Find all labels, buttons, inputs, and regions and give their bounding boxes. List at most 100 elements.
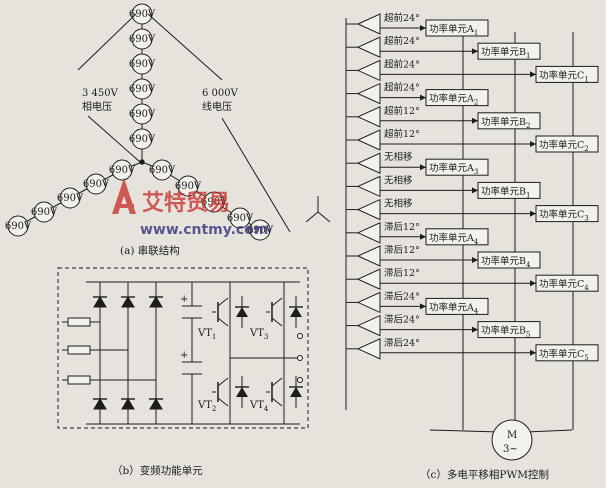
phase-row: 超前12° 功率单元C2 — [346, 128, 599, 153]
wye-symbol — [305, 196, 331, 223]
igbt-vt2 — [212, 376, 249, 408]
neutral-point — [139, 159, 145, 165]
power-unit-label: 功率单元B2 — [481, 116, 530, 130]
rectifier-diode-upper — [149, 296, 163, 308]
series-cell-label: 690V — [149, 165, 176, 176]
power-unit-box — [535, 344, 599, 362]
line-voltage-name: 线电压 — [202, 100, 232, 113]
phase-row: 超前24°功率单元A1 — [346, 12, 489, 37]
series-cell — [131, 3, 153, 25]
power-unit-label: 功率单元A2 — [429, 93, 478, 107]
series-cell-label: 690V — [129, 134, 156, 145]
rectifier-diode-lower — [121, 398, 135, 410]
motor-phase-label: 3~ — [503, 444, 518, 455]
power-unit-label: 功率单元B1 — [481, 185, 530, 199]
power-unit-box — [425, 228, 489, 246]
caption-c: （c）多电平移相PWM控制 — [420, 468, 549, 481]
power-unit-label: 功率单元B4 — [481, 255, 531, 269]
capacitor-plus-2: + — [180, 350, 188, 361]
phase-shift-label: 超前12° — [384, 105, 420, 117]
series-cell — [131, 28, 153, 50]
rectifier-diode-upper — [93, 296, 107, 308]
rectifier-diode-lower — [149, 398, 163, 410]
power-unit-box — [477, 112, 541, 130]
power-unit-label: 功率单元C5 — [539, 348, 589, 362]
phase-shift-label: 超前24° — [384, 35, 420, 47]
vt2-label: VT2 — [197, 400, 216, 413]
series-cell — [111, 159, 133, 181]
power-unit-box — [535, 65, 599, 83]
phase-voltage-value: 3 450V — [82, 88, 119, 99]
phase-shift-label: 超前24° — [384, 82, 420, 94]
power-unit-label: 功率单元C2 — [539, 139, 589, 153]
series-cell-label: 690V — [201, 197, 228, 208]
power-unit-box — [535, 274, 599, 292]
series-cell — [131, 103, 153, 125]
buffer-icon — [356, 106, 381, 128]
phase-row: 超前12° 功率单元B2 — [346, 105, 541, 130]
power-unit-box — [535, 135, 599, 153]
series-cell-label: 690V — [129, 59, 156, 70]
rectifier-diode-lower — [93, 398, 107, 410]
igbt-vt3 — [266, 296, 303, 328]
buffer-icon — [356, 338, 381, 360]
phase-row: 滞后24°功率单元A4 — [346, 291, 489, 315]
buffer-icon — [356, 59, 381, 82]
phase-shift-label: 滞后24° — [384, 291, 420, 302]
output-terminal — [297, 377, 303, 383]
series-cell — [131, 78, 153, 100]
phase-row: 超前24°功率单元C1 — [346, 58, 599, 83]
phase-shift-label: 滞后12° — [384, 245, 420, 256]
vt1-label: VT1 — [197, 328, 216, 341]
series-cell — [229, 207, 251, 229]
buffer-icon — [356, 291, 381, 314]
phase-shift-label: 滞后24° — [384, 315, 420, 326]
series-structure: 690V690V690V690V690V690V690V690V690V690V… — [5, 3, 331, 257]
power-unit-label: 功率单元A4 — [429, 232, 479, 246]
input-terminal-1 — [67, 317, 91, 327]
line-voltage-value: 6 000V — [202, 88, 239, 99]
phase-row: 滞后24°功率单元C5 — [346, 338, 599, 362]
series-cell-label: 690V — [129, 9, 156, 20]
power-unit-label: 功率单元C4 — [539, 278, 589, 292]
phase-voltage-leader — [87, 115, 141, 163]
series-cell — [33, 201, 55, 223]
series-cell-label: 690V — [31, 207, 58, 218]
buffer-icon — [356, 245, 381, 267]
dc-capacitors — [182, 305, 202, 375]
buffer-icon — [356, 13, 381, 35]
buffer-icon — [356, 268, 381, 290]
buffer-icon — [356, 175, 381, 198]
watermark-brand: 艾特贸易 — [142, 190, 230, 216]
watermark-site: www.cntmy.com — [140, 222, 268, 238]
buffer-icon — [356, 36, 381, 58]
series-cell-label: 690V — [247, 225, 274, 236]
phase-row: 滞后12°功率单元A4 — [346, 222, 489, 246]
series-cell — [151, 159, 173, 181]
power-unit-box — [425, 89, 489, 107]
power-unit-label: 功率单元B1 — [481, 46, 530, 60]
buffer-icon — [356, 222, 381, 244]
phase-voltage-leader-top — [77, 13, 137, 71]
phase-shift-label: 无相移 — [384, 198, 413, 210]
phase-shift-label: 超前24° — [384, 12, 420, 24]
power-unit-box — [477, 42, 541, 60]
power-unit-box — [477, 321, 541, 339]
series-cell-label: 690V — [109, 165, 136, 176]
phase-row: 滞后24°功率单元B5 — [346, 315, 541, 339]
phase-shift-label: 滞后12° — [384, 268, 420, 279]
power-unit-box — [425, 19, 489, 37]
series-cell — [249, 219, 271, 241]
series-cell-label: 690V — [83, 179, 110, 190]
power-unit-box — [425, 158, 489, 176]
phase-shift-label: 超前24° — [384, 58, 420, 70]
input-terminal-2 — [67, 345, 91, 355]
vt4-label: VT4 — [249, 400, 269, 413]
phase-shift-label: 无相移 — [384, 174, 413, 186]
series-cell — [59, 187, 81, 209]
phase-row: 超前24° 功率单元B1 — [346, 35, 541, 60]
series-cell — [177, 175, 199, 197]
phase-shift-label: 超前12° — [384, 128, 420, 140]
